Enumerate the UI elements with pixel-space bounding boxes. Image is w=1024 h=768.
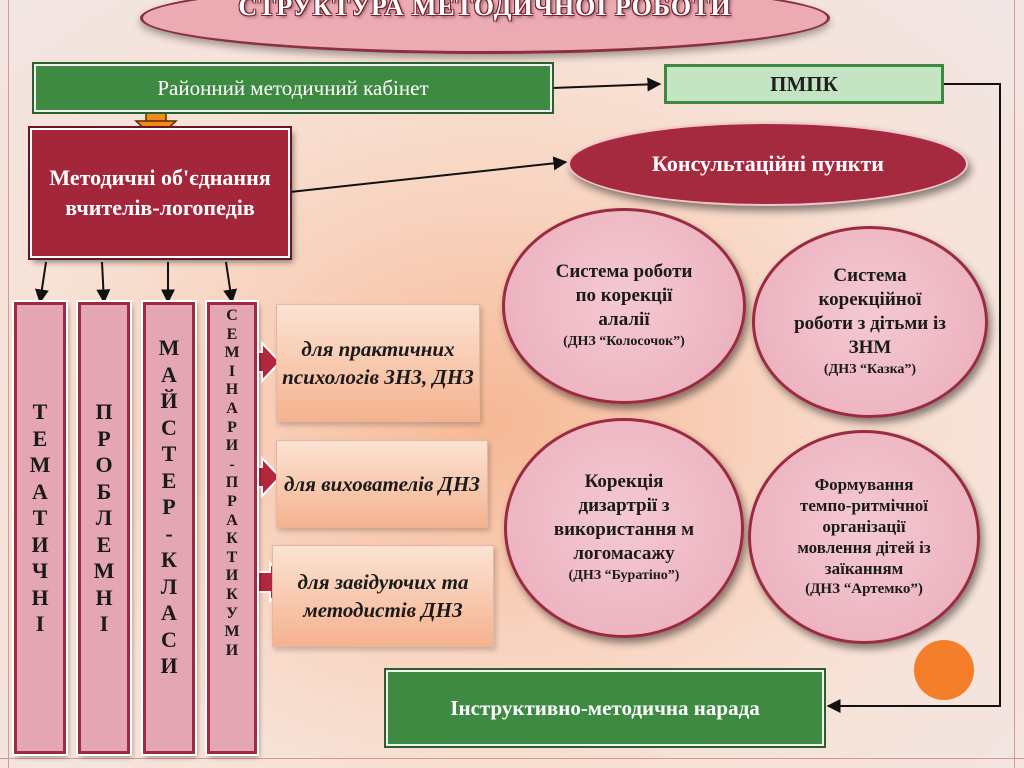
- column-letter: Е: [96, 531, 112, 557]
- circle-alalia: Система роботи по корекції алалії (ДНЗ “…: [502, 208, 746, 404]
- column-letter: Л: [95, 505, 113, 530]
- column-letter: Р: [227, 418, 237, 436]
- column-letter: А: [161, 600, 177, 625]
- column-letter: Р: [97, 425, 111, 451]
- frame-left-line: [8, 0, 9, 768]
- circle-dysarthria-text: Корекція дизартрії з використання м лого…: [553, 471, 695, 564]
- column-letter: Т: [226, 548, 238, 566]
- circle-stuttering: Формування темпо-ритмічної організації м…: [748, 430, 980, 644]
- column-letter: Ч: [31, 558, 49, 583]
- column-letter: М: [224, 344, 240, 362]
- consultation-points-oval: Консультаційні пункти: [568, 122, 968, 206]
- decorative-orange-dot: [914, 640, 974, 700]
- circle-znm-text: Система корекційної роботи з дітьми із З…: [794, 265, 946, 358]
- column-letter: И: [225, 567, 239, 585]
- methodical-association-box: Методичні об'єднання вчителів-логопедів: [30, 128, 290, 258]
- column-letter: Е: [226, 325, 238, 343]
- column-letter: М: [29, 452, 51, 477]
- column-letter: Т: [32, 399, 48, 424]
- arrow-mo-to-cons: [289, 156, 568, 193]
- column-letter: Н: [225, 381, 239, 399]
- column-letter: М: [224, 623, 240, 641]
- column-letter: Н: [95, 584, 113, 610]
- column-letter: С: [161, 414, 177, 440]
- audience-educators: для вихователів ДНЗ: [276, 440, 488, 528]
- column-letter: А: [32, 478, 48, 504]
- column-letter: М: [158, 335, 180, 360]
- circle-znm: Система корекційної роботи з дітьми із З…: [752, 226, 988, 418]
- column-letter: Й: [160, 388, 178, 413]
- column-letter: С: [226, 307, 238, 324]
- column-letter: -: [229, 455, 235, 473]
- column-letter: Р: [227, 492, 237, 510]
- audience-psychologists: для практичних психологів ЗНЗ, ДНЗ: [276, 304, 480, 422]
- column-letter: І: [35, 611, 45, 636]
- instructive-meeting-box: Інструктивно-методична нарада: [384, 668, 826, 748]
- column-letter: І: [228, 362, 236, 380]
- page-title: СТРУКТУРА МЕТОДИЧНОЇ РОБОТИ: [238, 0, 732, 21]
- circle-alalia-text: Система роботи по корекції алалії: [555, 261, 693, 330]
- column-letter: І: [99, 611, 109, 636]
- column-letter: Т: [32, 505, 48, 530]
- audience-heads-methodists: для завідуючих та методистів ДНЗ: [272, 545, 494, 647]
- column-letter: Е: [32, 425, 48, 451]
- column-letter: О: [95, 452, 113, 477]
- column-letter: Т: [161, 441, 177, 466]
- arrow-pmpk-to-inst: [826, 83, 1001, 713]
- arrow-to-col-4: [223, 261, 238, 304]
- pmpk-box: ПМПК: [664, 64, 944, 104]
- arrow-to-col-2: [96, 261, 111, 304]
- frame-bottom-line: [0, 758, 1024, 759]
- column-letter: М: [93, 558, 115, 583]
- column-letter: К: [161, 547, 177, 572]
- frame-right-line: [1014, 0, 1015, 768]
- column-letter: Л: [160, 573, 178, 599]
- column-letter: У: [226, 604, 238, 622]
- arrow-to-col-1: [34, 261, 49, 304]
- column-letter: И: [160, 653, 178, 678]
- circle-stuttering-text: Формування темпо-ритмічної організації м…: [797, 475, 931, 578]
- column-letter: Е: [161, 467, 177, 493]
- circle-dysarthria: Корекція дизартрії з використання м лого…: [504, 418, 744, 638]
- column-letter: А: [226, 511, 238, 529]
- column-letter: С: [161, 626, 177, 652]
- circle-alalia-dnz: (ДНЗ “Колосочок”): [563, 334, 685, 349]
- column-letter: Р: [162, 494, 176, 519]
- circle-znm-dnz: (ДНЗ “Казка”): [823, 362, 917, 377]
- column-letter: К: [226, 530, 238, 548]
- column-letter: Б: [96, 478, 112, 504]
- column-letter: Н: [31, 584, 49, 610]
- arrow-rmk-to-pmpk: [551, 77, 662, 92]
- column-letter: И: [225, 641, 239, 659]
- column-letter: А: [226, 399, 238, 417]
- column-letter: А: [161, 361, 177, 387]
- column-letter: И: [225, 437, 239, 455]
- column-letter: К: [226, 585, 238, 603]
- column-letter: И: [31, 531, 49, 557]
- district-cabinet-box: Районний методичний кабінет: [32, 62, 554, 114]
- column-letter: -: [165, 520, 173, 546]
- circle-stuttering-dnz: (ДНЗ “Артемко”): [805, 581, 923, 597]
- column-letter: П: [95, 399, 113, 424]
- circle-dysarthria-dnz: (ДНЗ “Буратіно”): [568, 568, 680, 583]
- column-letter: П: [225, 474, 239, 492]
